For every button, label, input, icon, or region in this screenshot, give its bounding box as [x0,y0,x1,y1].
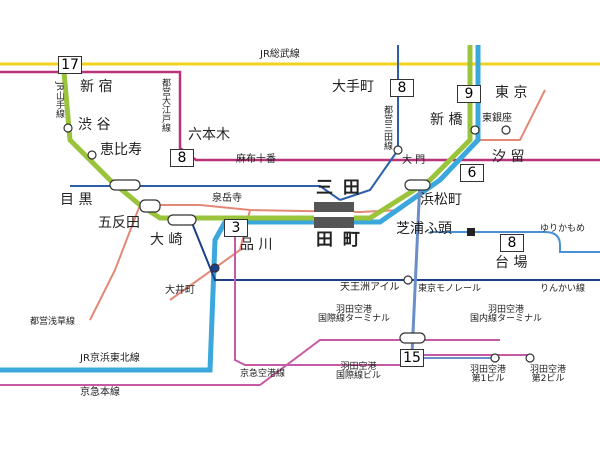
keikyu-airport-line [234,225,412,366]
station-tamachi: 田 町 [316,230,362,250]
station-haneda-dom-terminal: 羽田空港 国内線ターミナル [470,305,543,324]
station-hamamatsucho: 浜松町 [420,192,462,208]
station-higashiginza: 東銀座 [482,113,512,124]
label-jr-sobu: JR総武線 [260,49,300,60]
station-number-daiba: 8 [500,234,524,252]
station-shinbashi: 新 橋 [430,112,463,128]
rinkai-line [189,217,600,281]
station-roppongi: 六本木 [188,127,230,143]
station-number-shinjuku: 17 [58,56,82,74]
label-monorail: 東京モノレール [418,284,482,294]
meguro-mita-line [70,185,341,201]
station-haneda-intl-bldg: 羽田空港 国際線ビル [336,362,382,381]
station-gotanda: 五反田 [98,215,140,231]
label-rinkai: りんかい線 [540,284,586,294]
label-keikyu-main: 京急本線 [80,387,120,398]
station-number-shinagawa: 3 [224,219,248,237]
asakusa-line [89,89,546,321]
station-otemachi: 大手町 [332,79,374,95]
station-ebisu: 恵比寿 [100,142,142,158]
station-meguro: 目 黒 [60,192,93,208]
label-keihin-tohoku: JR京浜東北線 [80,353,140,364]
label-oedo: 都営大江戸線 [160,78,170,132]
yurikamome-line [480,231,600,253]
label-asakusa: 都営浅草線 [30,317,76,327]
station-tokyo: 東 京 [495,85,528,101]
station-mita: 三 田 [316,178,362,198]
station-shibaura: 芝浦ふ頭 [396,221,452,237]
monorail-line [410,179,422,356]
station-number-tokyo: 9 [457,85,481,103]
station-haneda-t2: 羽田空港 第2ビル [530,365,567,384]
station-number-otemachi: 8 [390,79,414,97]
label-mita-line: 都営三田線 [382,105,392,150]
station-daiba: 台 場 [495,255,528,271]
mita-line [339,45,399,201]
station-number-shiodome: 6 [460,164,484,182]
yamanote-line [61,45,473,221]
keihin-tohoku-line [0,45,481,373]
station-number-haneda: 15 [400,349,424,367]
station-haneda-intl-terminal: 羽田空港 国際線ターミナル [318,305,391,324]
shibaura-marker [467,228,475,236]
label-jr-yamanote: JR山手線 [54,82,64,118]
label-keikyu-airport: 京急空港線 [240,369,286,379]
label-yurikamome: ゆりかもめ [540,224,586,234]
station-haneda-t1: 羽田空港 第1ビル [470,365,507,384]
station-tennozu: 天王洲アイル [340,282,400,293]
station-shibuya: 渋 谷 [78,117,111,133]
station-azabujuban: 麻布十番 [236,154,276,165]
station-shinagawa: 品 川 [240,237,273,253]
oedo-line [0,70,600,162]
station-oimachi: 大井町 [165,285,195,296]
station-shiodome: 汐 留 [492,149,525,165]
station-osaki: 大 崎 [150,232,183,248]
station-markers [63,123,535,363]
station-shinjuku: 新 宿 [80,79,113,95]
station-sengakuji: 泉岳寺 [212,193,242,204]
station-number-roppongi: 8 [170,149,194,167]
station-daimon: 大 門 [402,155,426,166]
